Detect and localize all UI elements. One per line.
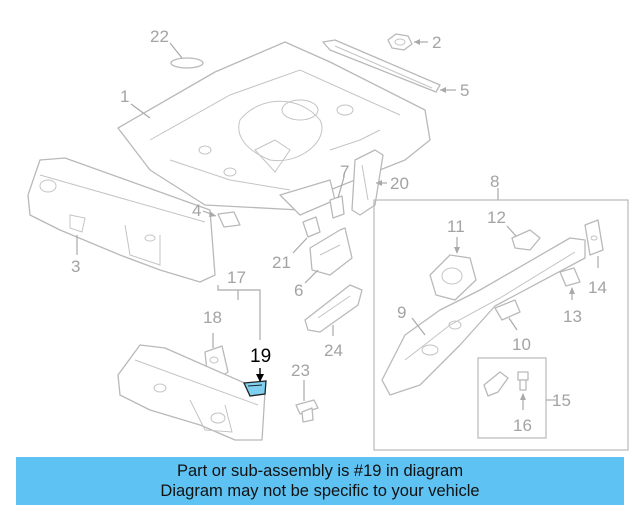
callout-19[interactable]: 19 [250, 346, 271, 367]
callout-2: 2 [432, 33, 441, 52]
part-4-bracket [217, 211, 241, 228]
leader-1 [130, 103, 151, 119]
callout-22: 22 [150, 27, 169, 46]
callout-3: 3 [71, 257, 80, 276]
part-20-pillar [351, 149, 384, 216]
banner-line-2: Diagram may not be specific to your vehi… [160, 482, 480, 500]
callout-21: 21 [272, 253, 291, 272]
callout-18: 18 [203, 308, 222, 327]
part-10-bracket [494, 299, 521, 321]
leader-17 [217, 285, 261, 340]
part-13-bracket [559, 267, 581, 287]
leader-21 [292, 237, 308, 254]
callout-10: 10 [512, 335, 531, 354]
arrow-20 [376, 180, 382, 186]
info-banner: Part or sub-assembly is #19 in diagram D… [16, 457, 624, 505]
arrow-13 [569, 287, 575, 294]
callout-23: 23 [291, 361, 310, 380]
part-3-front-crossmember [27, 157, 216, 283]
leader-12 [506, 225, 517, 237]
arrow-2 [414, 39, 420, 45]
callout-16: 16 [513, 416, 532, 435]
callout-1: 1 [120, 87, 129, 106]
part-12-bracket [511, 229, 541, 251]
part-1-rear-floor-pan [117, 41, 431, 216]
callout-17: 17 [227, 268, 246, 287]
rear-crossmember-assembly [117, 344, 266, 441]
leader-9 [411, 317, 426, 336]
arrow-5 [440, 87, 446, 93]
callout-24: 24 [324, 341, 343, 360]
arrow-11 [454, 247, 460, 254]
leader-22 [169, 42, 183, 59]
part-11-wheelhouse [429, 254, 477, 301]
arrow-19 [256, 374, 264, 382]
callout-5: 5 [460, 81, 469, 100]
arrow-16 [520, 393, 526, 400]
part-6-extension [309, 227, 353, 276]
callout-4: 4 [192, 201, 201, 220]
callout-6: 6 [294, 281, 303, 300]
part-22-plug [170, 57, 204, 69]
leader-7 [337, 176, 345, 199]
callout-13: 13 [563, 307, 582, 326]
callout-12: 12 [487, 208, 506, 227]
callout-20: 20 [390, 174, 409, 193]
callout-11: 11 [447, 217, 465, 236]
part-5-crossmember [322, 39, 441, 93]
banner-line-1: Part or sub-assembly is #19 in diagram [176, 462, 464, 480]
callout-7: 7 [340, 162, 349, 181]
leader-10 [508, 317, 518, 331]
part-16-bolt [517, 371, 529, 391]
part-7-bracket [329, 195, 345, 219]
arrow-4 [209, 211, 216, 217]
part-9-side-frame [381, 237, 586, 396]
part-14-plate [584, 219, 604, 256]
callout-9: 9 [397, 303, 406, 322]
callout-14: 14 [588, 278, 607, 297]
part-8-group-box [373, 199, 629, 451]
part-2-grommet [387, 33, 413, 51]
part-19-highlighted[interactable] [243, 380, 267, 397]
parts-diagram: 1 22 2 5 3 4 7 [27, 27, 629, 451]
part-15-clip [483, 371, 509, 397]
callout-8: 8 [490, 172, 499, 191]
part-24-reinforcement [304, 284, 363, 333]
part-15-group-box [477, 357, 547, 439]
part-21-clip [302, 216, 321, 238]
part-23-plug [295, 399, 319, 423]
callout-15: 15 [552, 391, 571, 410]
leader-6 [304, 269, 319, 284]
